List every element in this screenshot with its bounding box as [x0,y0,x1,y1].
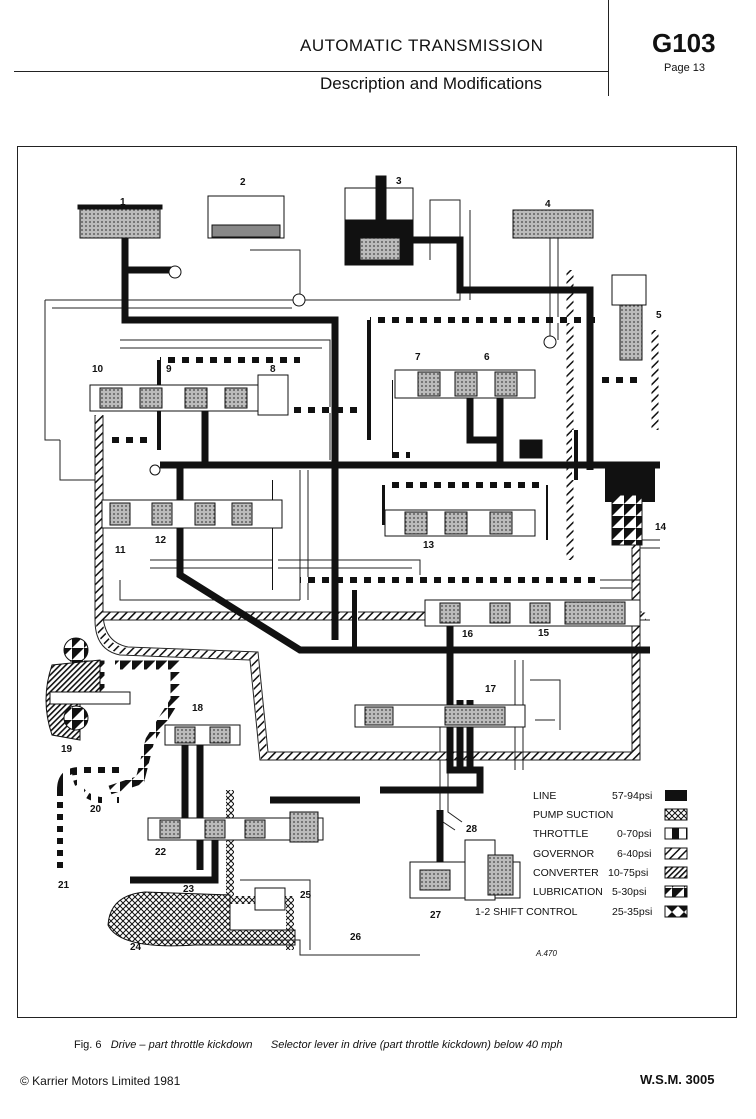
figure-caption: Fig. 6 Drive – part throttle kickdown Se… [74,1039,563,1051]
legend-value-2: 0-70psi [617,828,651,840]
figure-description: Selector lever in drive (part throttle k… [270,1039,563,1051]
legend-label-6: 1-2 SHIFT CONTROL [475,906,578,918]
copyright: © Karrier Motors Limited 1981 [20,1074,181,1088]
label-14: 14 [655,522,667,533]
valve-bodies [77,175,647,911]
legend-value-5: 5-30psi [612,886,646,898]
legend-label-2: THROTTLE [533,828,588,840]
governor-line-2 [95,544,640,760]
label-24: 24 [130,942,142,953]
header-divider [608,0,609,96]
pump-suction-line [226,790,294,950]
label-17: 17 [485,684,497,695]
label-16: 16 [462,629,474,640]
converter-line [108,660,180,795]
legend-label-3: GOVERNOR [533,848,595,860]
legend-swatch-shift-control [664,905,688,918]
legend-label-5: LUBRICATION [533,886,603,898]
legend-label-0: LINE [533,790,556,802]
label-28: 28 [466,824,478,835]
label-9: 9 [166,364,172,375]
page-number: Page 13 [664,62,705,74]
manual-code: G103 [652,28,716,58]
diagram-ref: A.470 [535,949,557,958]
legend-swatch-governor [664,847,688,860]
diagram-frame [17,146,737,1018]
label-22: 22 [155,847,167,858]
label-6: 6 [484,352,490,363]
label-10: 10 [92,364,104,375]
sump-outlet [150,939,420,956]
label-12: 12 [155,535,167,546]
figure-title: Drive – part throttle kickdown [110,1039,253,1051]
lube-ring [72,769,125,803]
header-rule [14,71,608,72]
label-4: 4 [545,199,551,210]
legend-label-1: PUMP SUCTION [533,809,613,821]
legend-swatch-throttle [664,827,688,840]
label-15: 15 [538,628,550,639]
label-20: 20 [90,804,102,815]
legend-value-3: 6-40psi [617,848,651,860]
legend-value-0: 57-94psi [612,790,652,802]
torque-converter [45,637,131,741]
label-13: 13 [423,540,435,551]
label-21: 21 [58,880,70,891]
label-26: 26 [350,932,362,943]
label-18: 18 [192,703,204,714]
manual-reference: W.S.M. 3005 [640,1072,715,1087]
check-balls [149,265,557,476]
figure-number: Fig. 6 [74,1039,102,1051]
label-25: 25 [300,890,312,901]
legend: LINE 57-94psi PUMP SUCTION THROTTLE 0-70… [475,790,688,918]
line-pressure-passages [121,210,660,884]
label-23: 23 [183,884,195,895]
label-19: 19 [61,744,73,755]
legend-swatch-converter [664,866,688,879]
legend-value-6: 25-35psi [612,906,652,918]
legend-swatch-line [665,790,687,801]
legend-label-4: CONVERTER [533,867,599,879]
oil-sump [107,891,296,947]
label-2: 2 [240,177,246,188]
legend-swatch-lubrication [664,885,688,898]
legend-value-4: 10-75psi [608,867,648,879]
label-7: 7 [415,352,421,363]
label-27: 27 [430,910,442,921]
component-labels: 1 2 3 4 5 6 7 8 9 10 11 12 13 14 15 16 1… [58,176,667,953]
section-subtitle: Description and Modifications [320,74,543,93]
exhaust-passages [44,199,641,950]
label-11: 11 [115,545,126,556]
label-3: 3 [396,176,402,187]
label-5: 5 [656,310,662,321]
label-8: 8 [270,364,276,375]
legend-swatch-suction [664,808,688,821]
section-title: AUTOMATIC TRANSMISSION [300,36,544,55]
lubrication-block [611,494,643,546]
label-1: 1 [120,197,126,208]
